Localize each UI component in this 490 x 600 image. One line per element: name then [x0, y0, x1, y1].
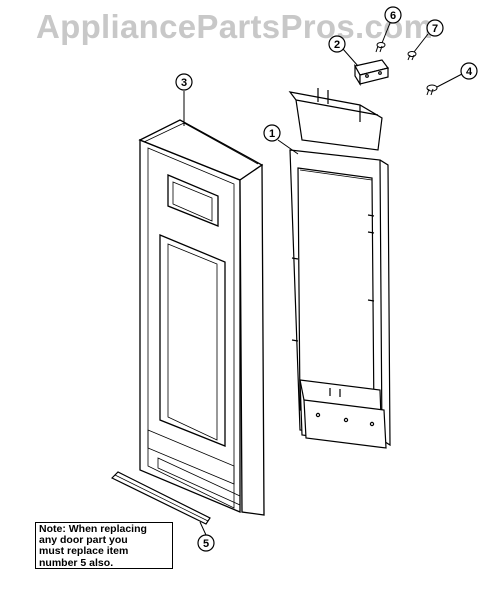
callout-5: 5 [197, 534, 215, 552]
screw-part[interactable] [375, 42, 386, 53]
svg-text:2: 2 [334, 39, 340, 51]
svg-text:7: 7 [432, 23, 438, 35]
svg-text:4: 4 [466, 66, 473, 78]
watermark-logo: AppliancePartsPros.com [36, 8, 434, 45]
screw-part[interactable] [426, 84, 438, 96]
replacement-note: Note: When replacing any door part you m… [35, 522, 173, 569]
door-frame-part[interactable] [288, 88, 391, 449]
callout-leaders [183, 22, 463, 536]
callout-6: 6 [384, 6, 402, 24]
callout-7: 7 [426, 19, 444, 37]
screw-part[interactable] [407, 51, 417, 61]
bracket-part[interactable] [354, 59, 390, 87]
callout-1: 1 [263, 124, 281, 142]
svg-text:5: 5 [203, 538, 209, 550]
note-line: Note: When replacing [39, 523, 147, 535]
note-line: number 5 also. [39, 556, 114, 569]
svg-text:6: 6 [390, 10, 396, 22]
callout-2: 2 [328, 35, 346, 53]
callout-4: 4 [460, 62, 478, 80]
note-line: any door part you [39, 534, 128, 547]
callout-3: 3 [175, 73, 193, 91]
svg-text:1: 1 [269, 128, 275, 140]
note-line: must replace item [39, 545, 129, 558]
svg-text:3: 3 [181, 77, 187, 89]
seal-strip-part[interactable] [110, 471, 211, 525]
door-panel-part[interactable] [138, 119, 265, 516]
